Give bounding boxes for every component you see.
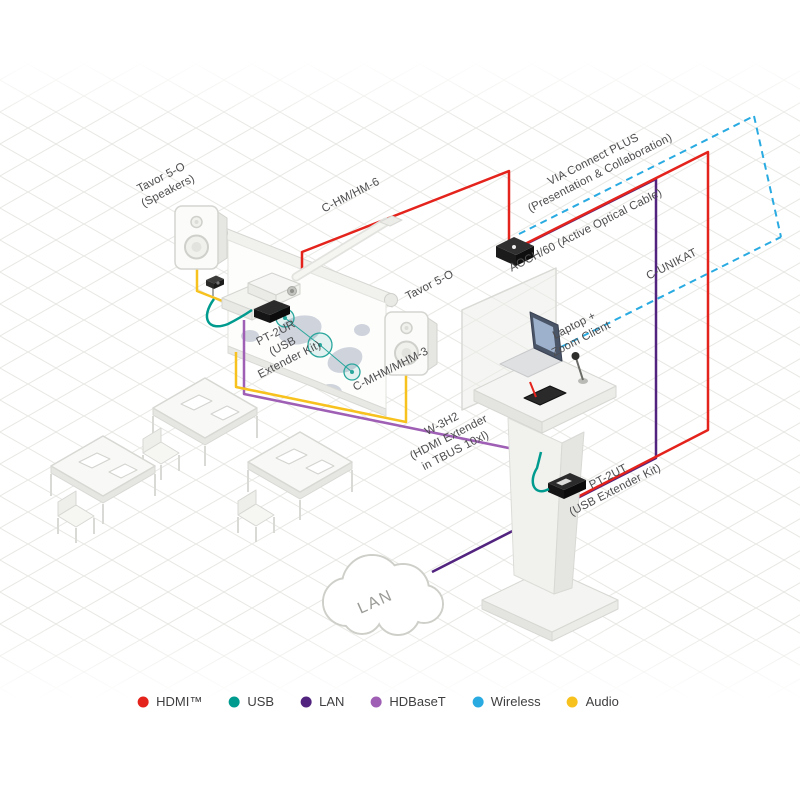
chair — [237, 489, 275, 542]
microphone — [571, 352, 588, 384]
podium-base — [481, 567, 619, 642]
usb-cable-podium — [531, 451, 550, 493]
wireless-link-join — [753, 115, 782, 238]
legend-item-lan: LAN — [300, 694, 344, 709]
hdbaset-cable — [242, 320, 539, 456]
screen-weight-bar — [227, 345, 387, 417]
wireless-links — [518, 115, 782, 348]
lan-dot-icon — [300, 696, 312, 707]
via-connect-plus-device — [496, 237, 534, 266]
wireless-link-via — [518, 115, 755, 235]
hdmi-stub — [529, 381, 537, 398]
legend-label-hdmi: HDMI™ — [156, 694, 203, 709]
podium — [461, 267, 619, 642]
legend-item-hdmi: HDMI™ — [137, 694, 202, 709]
legend-label-hdbaset: HDBaseT — [389, 694, 446, 709]
legend-label-lan: LAN — [319, 694, 345, 709]
hdmi-dot-icon — [137, 696, 149, 707]
desk — [152, 377, 258, 466]
desk — [50, 435, 156, 524]
chair — [57, 490, 95, 543]
speaker-tavor-right — [384, 311, 438, 376]
lan-cloud — [322, 554, 444, 636]
legend-item-usb: USB — [228, 694, 274, 709]
legend: HDMI™ USB LAN HDBaseT Wireless Audio — [137, 694, 619, 709]
legend-item-audio: Audio — [567, 694, 619, 709]
hdmi-optical-cable — [516, 150, 710, 508]
legend-label-wireless: Wireless — [490, 694, 541, 709]
legend-label-usb: USB — [247, 694, 275, 709]
hdbaset-dot-icon — [370, 696, 382, 707]
audio-cable-speaker2 — [234, 352, 408, 424]
wireless-dot-icon — [472, 696, 484, 707]
audio-dot-icon — [567, 696, 579, 707]
tbus-w3h2 — [523, 385, 567, 406]
laptop — [499, 311, 563, 378]
classroom-furniture — [50, 377, 353, 543]
wireless-link-laptop — [560, 236, 782, 348]
podium-column — [507, 417, 585, 595]
legend-item-wireless: Wireless — [472, 694, 541, 709]
desk — [247, 431, 353, 520]
chair — [142, 427, 180, 480]
speaker-tavor-left — [174, 205, 228, 270]
audio-cable-speaker1 — [195, 269, 231, 306]
camera — [206, 275, 224, 296]
legend-item-hdbaset: HDBaseT — [370, 694, 446, 709]
usb-dot-icon — [228, 696, 240, 707]
legend-label-audio: Audio — [585, 694, 619, 709]
projector-cluster — [206, 215, 403, 323]
pt-2ur-device — [254, 300, 290, 323]
usb-cable-projector — [205, 298, 253, 328]
pt-2ut-device — [548, 473, 586, 499]
projector — [247, 272, 301, 306]
hdmi-cable-via-projector — [300, 169, 511, 272]
